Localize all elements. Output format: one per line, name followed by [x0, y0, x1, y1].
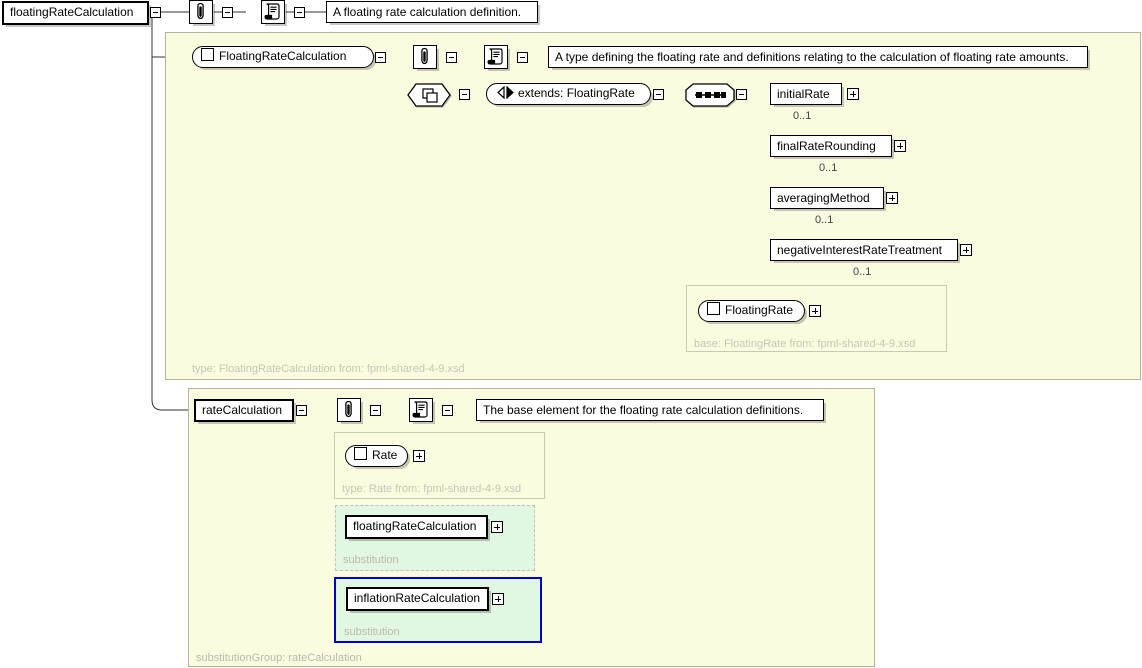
base-type-panel — [686, 285, 947, 352]
averagingmethod-cardinality: 0..1 — [815, 214, 834, 226]
ratecalculation-toggle[interactable] — [296, 405, 307, 416]
extends-label: extends: FloatingRate — [518, 86, 635, 100]
type-documentation-toggle[interactable] — [517, 52, 528, 63]
ratecalculation-documentation-text: The base element for the floating rate c… — [476, 399, 824, 421]
rate-type-square-icon — [354, 447, 367, 460]
complex-type-capsule[interactable]: FloatingRateCalculation — [192, 46, 374, 68]
rate-type-name: Rate — [372, 448, 398, 462]
documentation-icon[interactable] — [261, 0, 285, 24]
sequence-icon[interactable] — [684, 82, 736, 113]
extends-arrows-icon — [497, 85, 514, 100]
head-element-ratecalculation[interactable]: rateCalculation — [194, 399, 294, 422]
rate-type-panel — [334, 432, 545, 499]
substitution-member-floatingratecalculation[interactable]: floatingRateCalculation — [345, 515, 488, 539]
type-annotation-icon[interactable] — [413, 45, 437, 69]
substitution-member-inflationratecalculation[interactable]: inflationRateCalculation — [346, 587, 489, 611]
averagingmethod-expander[interactable] — [886, 192, 898, 204]
substitution-member-label-floatingratecalculation: substitution — [343, 554, 399, 566]
sequence-toggle[interactable] — [736, 89, 747, 100]
annotation-icon[interactable] — [189, 0, 213, 24]
base-type-name: FloatingRate — [725, 303, 794, 317]
rate-type-capsule[interactable]: Rate — [345, 445, 408, 467]
extends-toggle[interactable] — [653, 89, 664, 100]
root-annotation-toggle[interactable] — [222, 7, 233, 18]
complex-content-toggle[interactable] — [459, 89, 470, 100]
ratecalculation-documentation-icon[interactable] — [409, 398, 433, 422]
root-documentation-toggle[interactable] — [294, 7, 305, 18]
root-documentation-text: A floating rate calculation definition. — [326, 1, 538, 23]
complex-type-name: FloatingRateCalculation — [219, 49, 347, 63]
type-panel-label: type: FloatingRateCalculation from: fpml… — [192, 363, 465, 375]
rate-type-expander[interactable] — [413, 450, 425, 462]
substitution-member-label-inflationratecalculation: substitution — [344, 626, 400, 638]
type-documentation-icon[interactable] — [484, 45, 508, 69]
child-element-finalraterounding[interactable]: finalRateRounding — [770, 135, 892, 157]
complex-type-square-icon — [201, 48, 214, 61]
finalraterounding-expander[interactable] — [894, 140, 906, 152]
ratecalculation-annotation-icon[interactable] — [337, 398, 361, 422]
child-element-averagingmethod[interactable]: averagingMethod — [770, 187, 884, 209]
substitution-group-label: substitutionGroup: rateCalculation — [196, 652, 362, 664]
type-documentation-text: A type defining the floating rate and de… — [548, 46, 1088, 68]
negativeinterestratetreatment-expander[interactable] — [960, 244, 972, 256]
rate-type-label: type: Rate from: fpml-shared-4-9.xsd — [342, 483, 522, 495]
complex-content-icon[interactable] — [406, 82, 452, 113]
child-element-negativeinterestratetreatment[interactable]: negativeInterestRateTreatment — [770, 239, 958, 261]
child-element-initialrate[interactable]: initialRate — [770, 83, 842, 105]
base-type-capsule[interactable]: FloatingRate — [698, 300, 805, 322]
base-type-expander[interactable] — [809, 305, 821, 317]
finalraterounding-cardinality: 0..1 — [819, 162, 838, 174]
initialrate-expander[interactable] — [847, 88, 859, 100]
base-type-square-icon — [707, 302, 720, 315]
ratecalculation-documentation-toggle[interactable] — [442, 405, 453, 416]
inflationratecalculation-expander[interactable] — [492, 593, 504, 605]
ratecalculation-annotation-toggle[interactable] — [370, 405, 381, 416]
negativeinterestratetreatment-cardinality: 0..1 — [853, 266, 872, 278]
type-panel — [165, 32, 1141, 380]
base-type-label: base: FloatingRate from: fpml-shared-4-9… — [694, 338, 916, 350]
root-element-box[interactable]: floatingRateCalculation — [2, 1, 149, 25]
floatingratecalculation-expander[interactable] — [491, 521, 503, 533]
extends-capsule[interactable]: extends: FloatingRate — [486, 83, 651, 105]
type-annotation-toggle[interactable] — [446, 52, 457, 63]
root-expander-toggle[interactable] — [150, 7, 161, 18]
complex-type-toggle[interactable] — [375, 52, 386, 63]
initialrate-cardinality: 0..1 — [793, 110, 812, 122]
